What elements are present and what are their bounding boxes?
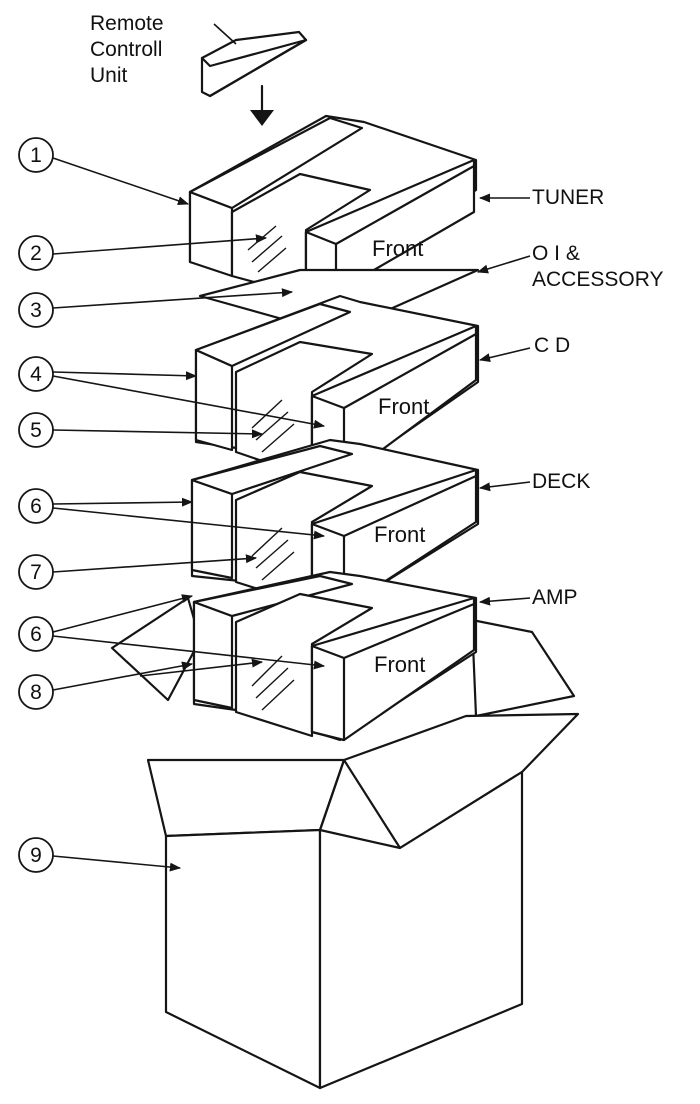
svg-text:9: 9 — [30, 844, 42, 867]
tuner-front-label: Front — [372, 236, 423, 261]
svg-text:3: 3 — [30, 299, 42, 322]
callout-8: 8 — [18, 658, 264, 710]
svg-text:4: 4 — [30, 363, 42, 386]
amp-front-label: Front — [374, 652, 425, 677]
deck-label: DECK — [532, 470, 590, 493]
remote-label-line1: Remote — [90, 12, 164, 35]
oi-leader — [476, 255, 531, 274]
carton-flaps — [110, 596, 576, 718]
remote-leader — [213, 23, 237, 45]
callout-1: 1 — [18, 137, 190, 205]
amp-label: AMP — [532, 586, 578, 609]
remote-label-line3: Unit — [90, 64, 128, 87]
cd-front-label: Front — [378, 394, 429, 419]
callout-7: 7 — [18, 554, 258, 590]
deck-box: Front — [190, 438, 480, 612]
cd-leader — [478, 347, 531, 363]
callouts: 1 2 3 4 5 6 — [18, 137, 326, 873]
callout-9: 9 — [18, 837, 182, 873]
oi-label-line2: ACCESSORY — [532, 268, 664, 291]
tuner-box: Front — [188, 114, 478, 298]
svg-text:7: 7 — [30, 561, 42, 584]
down-arrow-head-icon — [250, 110, 274, 126]
remote-control-unit: Remote Controll Unit — [90, 12, 308, 126]
svg-text:8: 8 — [30, 681, 42, 704]
remote-label-line2: Controll — [90, 38, 162, 61]
svg-text:6: 6 — [30, 623, 42, 646]
callout-4: 4 — [18, 356, 326, 429]
callout-6-amp: 6 — [18, 594, 326, 670]
amp-box: Front — [192, 570, 478, 742]
callout-3: 3 — [18, 288, 294, 328]
carton-box — [146, 712, 580, 1090]
deck-leader — [478, 481, 531, 492]
cd-label: C D — [534, 334, 570, 357]
tuner-label: TUNER — [532, 186, 604, 209]
svg-text:1: 1 — [30, 144, 42, 167]
amp-leader — [478, 596, 531, 606]
svg-text:2: 2 — [30, 242, 42, 265]
callout-6-deck: 6 — [18, 488, 326, 540]
svg-text:5: 5 — [30, 419, 42, 442]
callout-5: 5 — [18, 412, 264, 448]
svg-text:6: 6 — [30, 495, 42, 518]
part-labels: TUNER O I & ACCESSORY C D DECK AMP — [476, 186, 664, 609]
callout-2: 2 — [18, 234, 268, 271]
deck-front-label: Front — [374, 522, 425, 547]
oi-label-line1: O I & — [532, 242, 580, 265]
